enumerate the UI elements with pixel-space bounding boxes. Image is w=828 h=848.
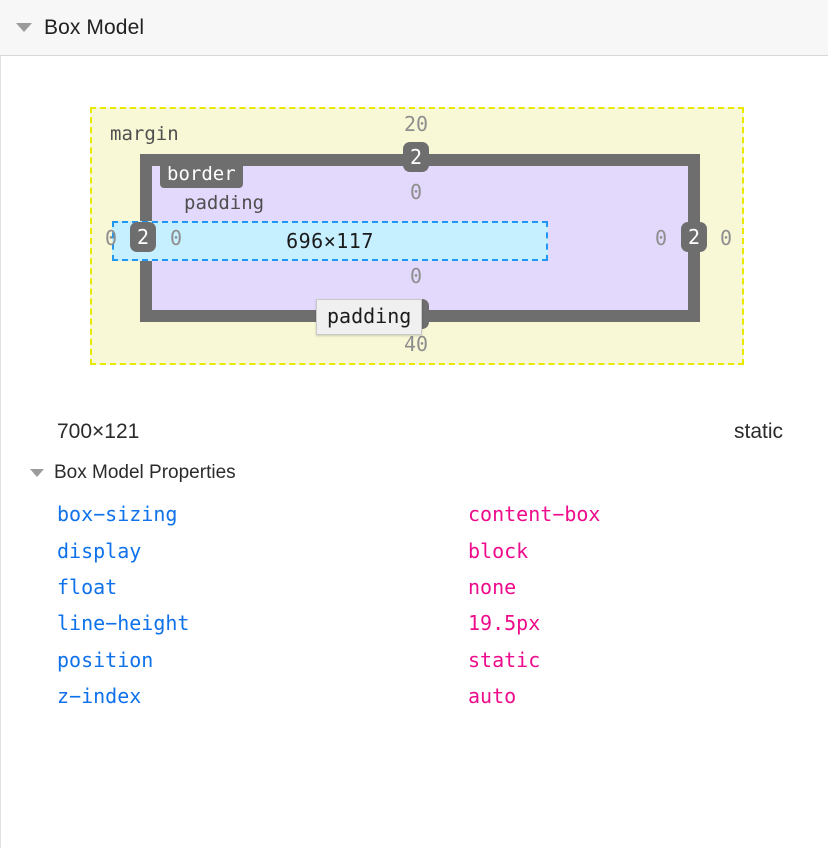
- margin-right-value[interactable]: 0: [719, 226, 733, 250]
- page-title: Box Model: [44, 15, 145, 39]
- border-region-label: border: [160, 162, 243, 188]
- property-value[interactable]: auto: [468, 684, 517, 708]
- property-value[interactable]: static: [468, 648, 541, 672]
- box-model-summary: 700×121 static: [0, 420, 828, 454]
- property-value[interactable]: content−box: [468, 502, 601, 526]
- triangle-down-icon[interactable]: [30, 469, 44, 477]
- table-row[interactable]: box−sizing content−box: [0, 502, 828, 538]
- padding-bottom-value[interactable]: 0: [409, 264, 423, 288]
- content-region[interactable]: 696×117: [112, 221, 548, 261]
- box-model-properties-header[interactable]: Box Model Properties: [30, 462, 236, 484]
- box-model-diagram: margin border padding 696×117 20 2 0 0 2…: [0, 56, 828, 406]
- margin-left-value[interactable]: 0: [104, 226, 118, 250]
- box-model-header[interactable]: Box Model: [0, 0, 828, 56]
- border-top-value[interactable]: 2: [403, 142, 429, 172]
- table-row[interactable]: float none: [0, 575, 828, 611]
- padding-left-value[interactable]: 0: [169, 226, 183, 250]
- margin-region-label: margin: [110, 123, 179, 145]
- table-row[interactable]: position static: [0, 648, 828, 684]
- table-row[interactable]: display block: [0, 539, 828, 575]
- element-dimensions: 700×121: [57, 420, 140, 443]
- padding-region-label: padding: [184, 192, 265, 214]
- property-value[interactable]: 19.5px: [468, 611, 541, 635]
- element-position: static: [733, 420, 783, 443]
- property-value[interactable]: none: [468, 575, 517, 599]
- region-tooltip: padding: [316, 299, 423, 335]
- padding-top-value[interactable]: 0: [409, 180, 423, 204]
- property-name[interactable]: line−height: [57, 611, 190, 635]
- box-model-properties-title: Box Model Properties: [54, 462, 236, 483]
- triangle-down-icon[interactable]: [16, 23, 32, 32]
- panel-left-rule: [0, 56, 1, 848]
- margin-bottom-value[interactable]: 40: [403, 332, 429, 356]
- table-row[interactable]: line−height 19.5px: [0, 611, 828, 647]
- table-row[interactable]: z−index auto: [0, 684, 828, 720]
- property-value[interactable]: block: [468, 539, 529, 563]
- margin-top-value[interactable]: 20: [403, 112, 429, 136]
- border-left-value[interactable]: 2: [130, 222, 156, 252]
- property-name[interactable]: display: [57, 539, 142, 563]
- property-name[interactable]: float: [57, 575, 118, 599]
- padding-right-value[interactable]: 0: [654, 226, 668, 250]
- property-name[interactable]: position: [57, 648, 154, 672]
- border-right-value[interactable]: 2: [681, 222, 707, 252]
- property-name[interactable]: box−sizing: [57, 502, 178, 526]
- property-name[interactable]: z−index: [57, 684, 142, 708]
- content-size-label: 696×117: [286, 229, 374, 253]
